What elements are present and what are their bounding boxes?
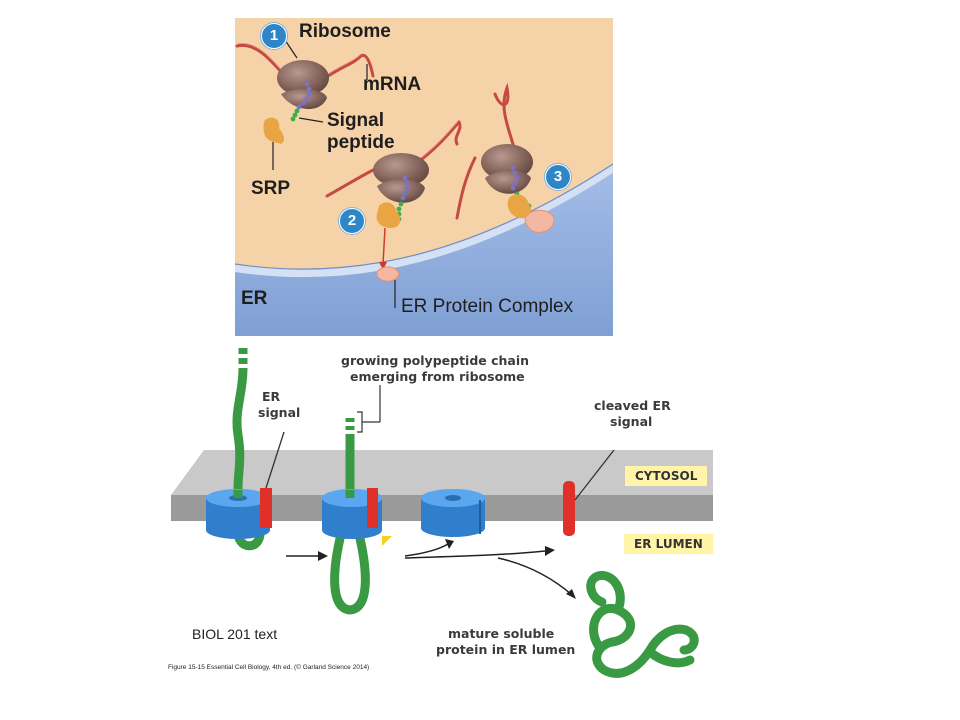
step-2-badge: 2: [339, 208, 365, 234]
er-signal-2: [367, 488, 378, 528]
er-protein-complex-label: ER Protein Complex: [401, 296, 574, 317]
cleaved-signal-label-line1: cleaved ER: [594, 398, 671, 413]
er-lumen-tag: ER LUMEN: [624, 534, 713, 554]
er-label: ER: [241, 288, 268, 309]
signal-peptide-label-line1: Signal: [327, 110, 385, 131]
srp-3: [507, 194, 532, 219]
process-arrows: [286, 543, 573, 596]
translocon-3: [421, 489, 485, 537]
figure-caption: Figure 15-15 Essential Cell Biology, 4th…: [168, 664, 370, 671]
er-signal-label-line2: signal: [258, 405, 301, 420]
growing-chain-label-line2: emerging from ribosome: [350, 369, 525, 384]
step-3-badge: 3: [545, 164, 571, 190]
er-signal-label-line1: ER: [262, 389, 281, 404]
srp-1: [263, 117, 285, 144]
signal-peptide-label-line2: peptide: [327, 132, 395, 153]
srp-diagram-panel: 1 2 3 Ribosome mRNA Signal peptide SRP E…: [235, 18, 613, 336]
step-1-badge: 1: [261, 23, 287, 49]
cleaved-er-signal: [563, 481, 575, 536]
polypeptide-2: [330, 418, 370, 615]
ribosome-label: Ribosome: [299, 21, 391, 42]
mature-soluble-protein: [586, 571, 699, 678]
membrane-top-surface: [171, 450, 713, 495]
cleaved-signal-label-line2: signal: [610, 414, 653, 429]
er-protein-complex: [376, 266, 400, 282]
signal-cleavage-diagram: [171, 348, 713, 678]
er-membrane: [235, 164, 613, 278]
srp-receptor: [524, 209, 555, 233]
course-note: BIOL 201 text: [192, 626, 278, 642]
cytosol-tag: CYTOSOL: [625, 466, 708, 486]
srp-label: SRP: [251, 178, 291, 199]
translocon-2: [322, 488, 392, 546]
signal-peptidase: [382, 536, 392, 546]
er-region: [235, 168, 613, 336]
er-signal-1: [260, 488, 272, 528]
targeting-arrow: [382, 227, 386, 265]
growing-chain-label-line1: growing polypeptide chain: [341, 353, 530, 368]
mrna-label: mRNA: [363, 74, 422, 95]
srp-2: [376, 202, 401, 228]
mature-protein-label-line2: protein in ER lumen: [436, 642, 576, 657]
ribosome-2: [373, 153, 429, 222]
mature-protein-label-line1: mature soluble: [448, 626, 555, 641]
ribosome-1: [277, 60, 329, 122]
